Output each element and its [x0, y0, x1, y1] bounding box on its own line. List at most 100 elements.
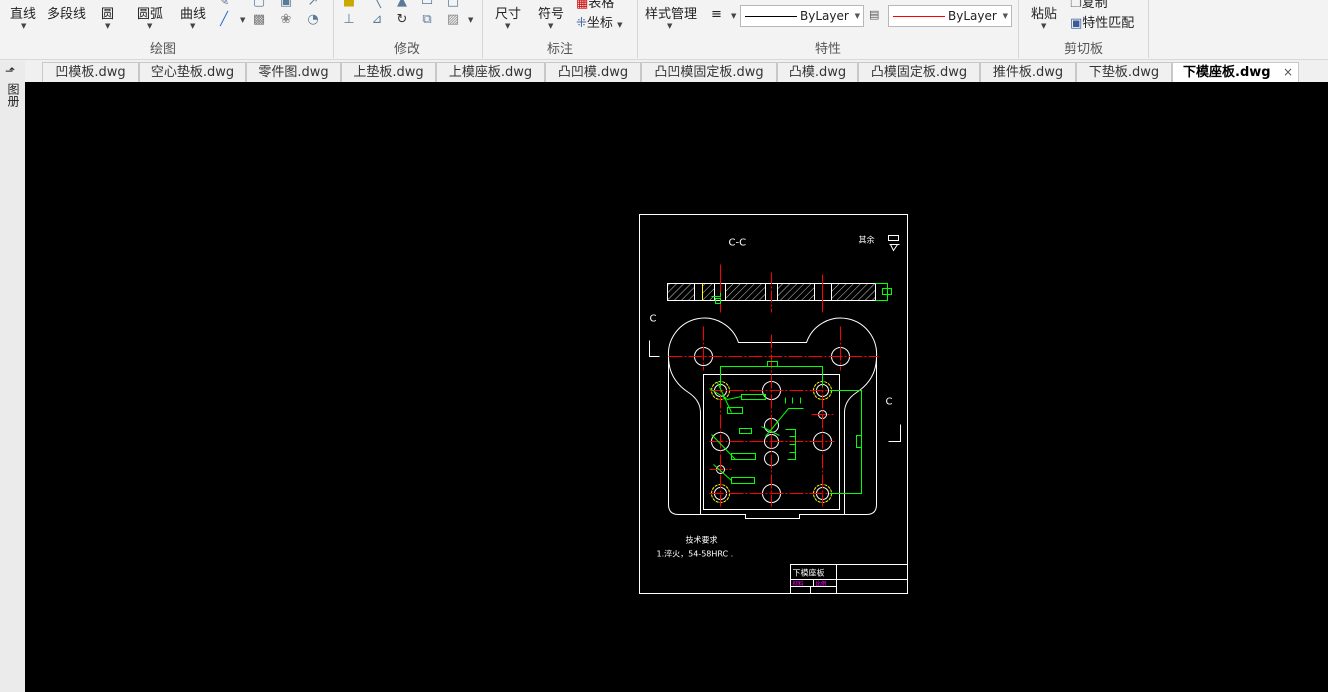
polyline-tool-button[interactable]: 多段线	[47, 7, 87, 22]
sheet-frame	[639, 214, 908, 594]
copy-object-icon[interactable]: ▭	[420, 0, 434, 9]
arrow-icon[interactable]: ↗	[307, 0, 319, 9]
pencil-icon[interactable]: ✎	[218, 0, 230, 9]
table-button[interactable]: ▦表格	[576, 0, 614, 11]
region-icon[interactable]: ❀	[280, 12, 292, 27]
chevron-down-icon[interactable]: ▼	[190, 22, 196, 30]
chevron-down-icon: ▼	[1002, 12, 1008, 20]
linetype-dropdown[interactable]: ByLayer ▼	[740, 5, 864, 27]
tab-document[interactable]: 凸凹模.dwg	[545, 62, 641, 82]
left-panel: ⬏ 图册	[0, 61, 25, 692]
mirror-icon[interactable]: ╲	[373, 0, 381, 9]
tab-document[interactable]: 零件图.dwg	[246, 62, 341, 82]
chevron-down-icon[interactable]: ▼	[667, 22, 673, 30]
center-lines	[668, 326, 879, 507]
dimension-button[interactable]: 尺寸	[495, 7, 522, 22]
match-properties-button[interactable]: ▣特性匹配	[1070, 16, 1135, 31]
array-icon[interactable]: ⧉	[422, 12, 432, 27]
chevron-down-icon[interactable]: ▼	[21, 22, 27, 30]
boundary-icon[interactable]: ◔	[307, 12, 319, 27]
section-arrow-right	[888, 424, 901, 442]
match-properties-icon: ▣	[1070, 16, 1083, 31]
edit-icon[interactable]: ▨	[446, 12, 460, 27]
modify-group-label: 修改	[394, 42, 421, 57]
tab-document[interactable]: 上垫板.dwg	[341, 62, 436, 82]
tab-document[interactable]: 凹模板.dwg	[42, 62, 139, 82]
copy-icon: ❐	[1070, 0, 1082, 11]
erase-icon[interactable]: □	[446, 0, 460, 9]
tab-document-active[interactable]: 下模座板.dwg ×	[1172, 62, 1299, 82]
tech-requirements-note: 1.淬火，54-58HRC .	[657, 549, 734, 559]
section-label: C-C	[729, 238, 747, 249]
tab-document[interactable]: 空心垫板.dwg	[139, 62, 246, 82]
chevron-down-icon: ▼	[854, 12, 860, 20]
title-block-material: 材料	[793, 580, 805, 588]
coordinate-icon: ⁜	[576, 16, 587, 31]
table-icon: ▦	[576, 0, 589, 11]
section-view	[667, 264, 892, 313]
move-icon[interactable]: ■	[342, 0, 356, 9]
color-dropdown[interactable]: ByLayer ▼	[888, 5, 1012, 27]
section-mark-left: C	[650, 314, 657, 325]
roughness-symbol	[888, 235, 900, 252]
annotate-group-label: 标注	[547, 42, 574, 57]
drawing-canvas[interactable]: C-C 其余 C C 技术	[25, 82, 1328, 692]
chevron-down-icon: ▼	[617, 21, 623, 29]
coordinate-button[interactable]: ⁜坐标 ▼	[576, 16, 623, 31]
construction-line-icon[interactable]: ╱	[220, 12, 228, 27]
draw-group-label: 绘图	[150, 42, 177, 57]
linetype-preview	[745, 16, 797, 17]
tab-document[interactable]: 下垫板.dwg	[1076, 62, 1172, 82]
ribbon: 直线 ▼ 多段线 圆 ▼ 圆弧 ▼ 曲线 ▼ ✎ ╱ ▼ ▢ ▩ ▣ ❀ ↗ ◔…	[0, 0, 1328, 60]
tab-document[interactable]: 上模座板.dwg	[436, 62, 545, 82]
title-block	[790, 564, 908, 594]
title-block-name: 下模座板	[793, 568, 825, 578]
divider	[1018, 0, 1019, 58]
section-mark-right: C	[886, 397, 893, 408]
chevron-down-icon[interactable]: ▼	[105, 22, 111, 30]
offset-icon[interactable]: ⊥	[343, 12, 355, 27]
tab-label: 下模座板.dwg	[1183, 65, 1271, 80]
roughness-note: 其余	[859, 235, 875, 245]
section-arrow-left	[649, 340, 660, 357]
chevron-down-icon[interactable]: ▼	[240, 16, 246, 24]
arc-tool-button[interactable]: 圆弧	[137, 7, 164, 22]
drawing-set-tab[interactable]: 图册	[6, 83, 20, 107]
tech-requirements-title: 技术要求	[686, 535, 718, 545]
divider	[637, 0, 638, 58]
panel-toggle-icon[interactable]: ⬏	[5, 64, 16, 78]
tab-document[interactable]: 凸模固定板.dwg	[858, 62, 980, 82]
dimension-lines	[709, 361, 862, 494]
style-manager-button[interactable]: 样式管理	[645, 7, 698, 22]
chevron-down-icon[interactable]: ▼	[505, 22, 511, 30]
linetype-scale-icon[interactable]: ▤	[869, 8, 880, 21]
properties-group-label: 特性	[815, 42, 842, 57]
document-tabs: 凹模板.dwg 空心垫板.dwg 零件图.dwg 上垫板.dwg 上模座板.dw…	[25, 61, 1328, 82]
chevron-down-icon[interactable]: ▼	[548, 22, 554, 30]
tab-document[interactable]: 凸模.dwg	[777, 62, 858, 82]
lineweight-icon[interactable]: ≡	[711, 7, 722, 22]
plan-view	[667, 317, 878, 519]
hatch-icon[interactable]: ▩	[252, 12, 266, 27]
color-preview	[893, 16, 945, 17]
line-tool-button[interactable]: 直线	[10, 7, 37, 22]
copy-button[interactable]: ❐复制	[1070, 0, 1108, 11]
chevron-down-icon[interactable]: ▼	[468, 16, 474, 24]
tab-document[interactable]: 凸凹模固定板.dwg	[641, 62, 777, 82]
tab-document[interactable]: 推件板.dwg	[980, 62, 1076, 82]
rotate-icon[interactable]: ↻	[396, 12, 408, 27]
drawing-sheet: C-C 其余 C C 技术	[639, 214, 908, 594]
circle-tool-button[interactable]: 圆	[101, 7, 115, 22]
chevron-down-icon[interactable]: ▼	[731, 12, 737, 20]
chevron-down-icon[interactable]: ▼	[1041, 22, 1047, 30]
scale-icon[interactable]: ▲	[397, 0, 407, 9]
stretch-icon[interactable]: ⊿	[371, 12, 383, 27]
divider	[333, 0, 334, 58]
chevron-down-icon[interactable]: ▼	[147, 22, 153, 30]
block-icon[interactable]: ▣	[279, 0, 293, 9]
symbol-button[interactable]: 符号	[538, 7, 565, 22]
close-icon[interactable]: ×	[1282, 65, 1293, 79]
paste-button[interactable]: 粘贴	[1031, 7, 1058, 22]
rectangle-icon[interactable]: ▢	[252, 0, 266, 9]
curve-tool-button[interactable]: 曲线	[180, 7, 207, 22]
